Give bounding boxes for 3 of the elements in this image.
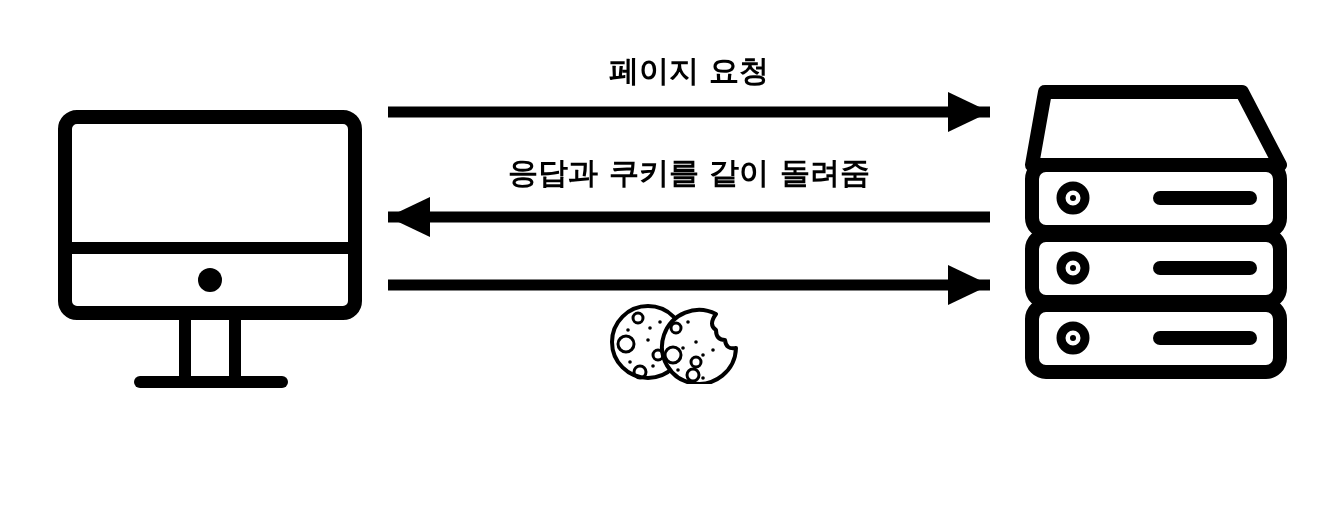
arrow (388, 197, 990, 237)
arrow (388, 265, 990, 305)
arrow (388, 92, 990, 132)
